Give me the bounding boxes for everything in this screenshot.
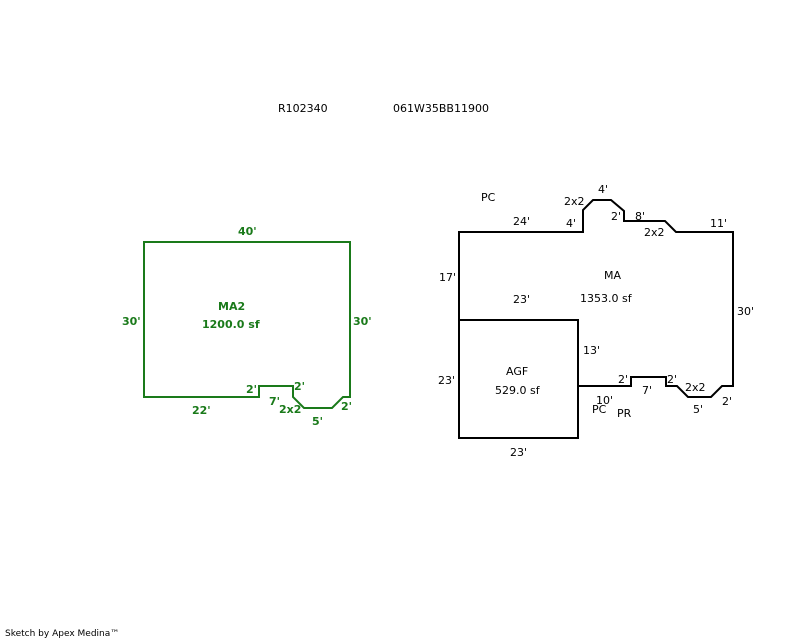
map-tax-lot: 061W35BB11900: [393, 102, 489, 115]
ma-dim-top-left: 24': [513, 215, 530, 228]
ma-dim-bot-2b: 2': [667, 373, 677, 386]
agf-area-value: 529.0 sf: [495, 384, 541, 397]
ma2-dim-step2: 7': [269, 395, 280, 408]
ma-area-label: MA: [604, 269, 621, 282]
ma2-dim-chamfer: 2x2: [279, 403, 301, 416]
pc-label-bottom: PC: [592, 403, 607, 416]
ma-dim-top-right: 11': [710, 217, 727, 230]
agf-dim-left: 23': [438, 374, 455, 387]
agf-area-label: AGF: [506, 365, 528, 378]
ma-outline: [458, 199, 734, 398]
ma2-dim-bottom: 22': [192, 404, 211, 417]
ma-dim-bump-left: 4': [566, 217, 576, 230]
ma-dim-bot-2c: 2': [722, 395, 732, 408]
ma-dim-bot-7: 7': [642, 384, 652, 397]
agf-outline: [458, 319, 579, 439]
footer-credit: Sketch by Apex Medina™: [5, 629, 119, 639]
ma-dim-bump-top: 4': [598, 183, 608, 196]
ma-dim-bot-5: 5': [693, 403, 703, 416]
ma2-dim-right: 30': [353, 315, 372, 328]
ma2-dim-corner: 2': [341, 400, 352, 413]
ma-dim-top-mid: 8': [635, 210, 645, 223]
ma-area-value: 1353.0 sf: [580, 292, 633, 305]
ma-dim-left-upper: 17': [439, 271, 456, 284]
parcel-id: R102340: [278, 102, 328, 115]
ma-dim-bot-10: 10': [596, 394, 613, 407]
pr-label-bottom: PR: [617, 407, 632, 420]
pc-label-top: PC: [481, 191, 496, 204]
ma2-area-label: MA2: [218, 300, 245, 313]
agf-dim-bottom: 23': [510, 446, 527, 459]
ma-dim-right: 30': [737, 305, 754, 318]
ma-dim-bump-chamfer: 2x2: [564, 195, 585, 208]
ma-dim-bump-right: 2': [611, 210, 621, 223]
agf-dim-right: 13': [583, 344, 600, 357]
agf-dim-top: 23': [513, 293, 530, 306]
ma2-dim-top: 40': [238, 225, 257, 238]
ma2-dim-step1: 2': [246, 383, 257, 396]
ma-dim-bot-2a: 2': [618, 373, 628, 386]
ma2-dim-bottom-right: 5': [312, 415, 323, 428]
ma2-dim-step3: 2': [294, 380, 305, 393]
ma2-area-value: 1200.0 sf: [202, 318, 260, 331]
ma-dim-bot-chamfer: 2x2: [685, 381, 706, 394]
ma-dim-top-chamfer: 2x2: [644, 226, 665, 239]
ma2-dim-left: 30': [122, 315, 141, 328]
ma2-outline: [143, 241, 351, 409]
